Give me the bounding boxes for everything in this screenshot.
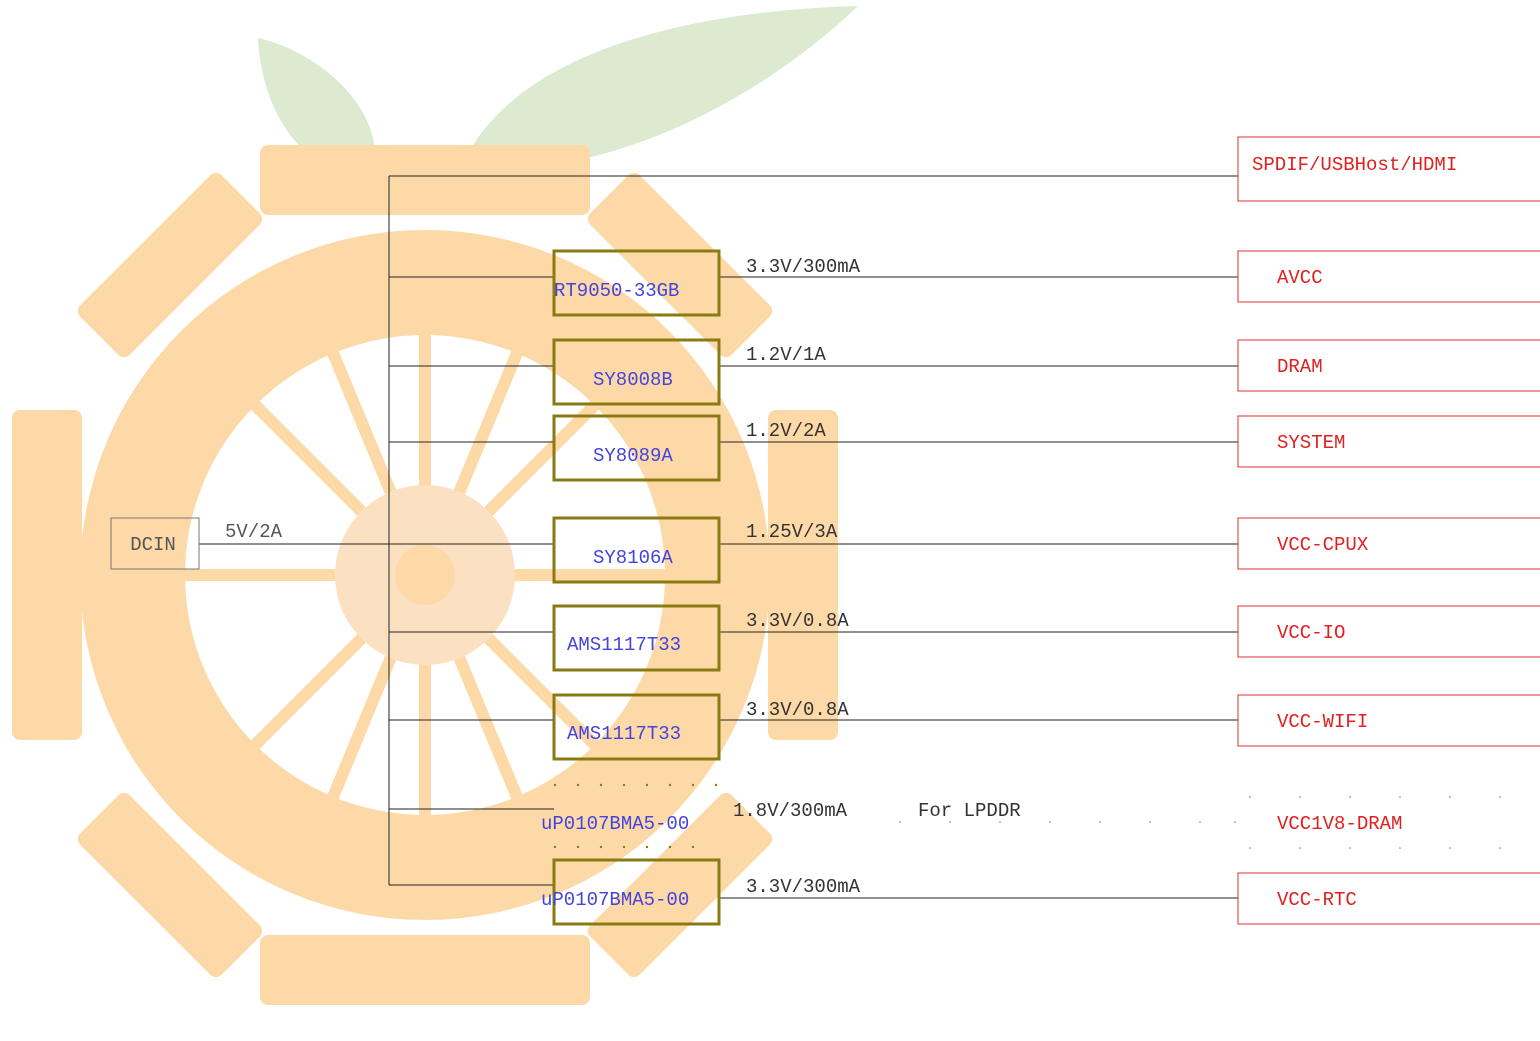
rail-note-7: For LPDDR [918, 800, 1021, 822]
regulator-box-6 [552, 693, 721, 761]
rail-output-7: 1.8V/300mA [733, 800, 848, 822]
wiring [199, 175, 1238, 899]
regulator-label-4: SY8106A [593, 547, 673, 569]
regulator-label-3: SY8089A [593, 445, 673, 467]
regulator-box-8 [552, 858, 721, 926]
dcin-label: DCIN [130, 534, 176, 556]
target-label-bypass: SPDIF/USBHost/HDMI [1252, 154, 1457, 176]
target-label-4: VCC-CPUX [1277, 534, 1369, 556]
rail-output-8: 3.3V/300mA [746, 876, 861, 898]
regulator-label-5: AMS1117T33 [567, 634, 681, 656]
target-box-5 [1237, 605, 1540, 658]
dcin-box [110, 517, 200, 570]
target-box-3 [1237, 415, 1540, 468]
rail-output-6: 3.3V/0.8A [746, 699, 849, 721]
target-box-bypass [1237, 136, 1540, 202]
target-box-8 [1237, 872, 1540, 925]
target-label-2: DRAM [1277, 356, 1323, 378]
dcin-rating: 5V/2A [225, 521, 283, 543]
target-box-1 [1237, 250, 1540, 303]
rail-output-1: 3.3V/300mA [746, 256, 861, 278]
target-label-8: VCC-RTC [1277, 889, 1357, 911]
target-label-6: VCC-WIFI [1277, 711, 1368, 733]
target-label-3: SYSTEM [1277, 432, 1345, 454]
regulator-label-7: uP0107BMA5-00 [541, 813, 689, 835]
regulator-label-8: uP0107BMA5-00 [541, 889, 689, 911]
dotted-outline [553, 783, 718, 849]
target-label-7: VCC1V8-DRAM [1277, 813, 1402, 835]
dotted-wire [899, 796, 1501, 849]
target-label-1: AVCC [1277, 267, 1323, 289]
rail-output-2: 1.2V/1A [746, 344, 826, 366]
regulator-box-3 [552, 414, 721, 482]
regulator-label-6: AMS1117T33 [567, 723, 681, 745]
target-box-4 [1237, 517, 1540, 570]
regulator-box-4 [552, 516, 721, 584]
target-box-2 [1237, 339, 1540, 392]
regulator-label-2: SY8008B [593, 369, 673, 391]
regulator-box-5 [552, 604, 721, 672]
orange-pi-logo-watermark [12, 6, 858, 1005]
regulator-box-1 [552, 249, 721, 317]
rail-output-3: 1.2V/2A [746, 420, 826, 442]
rail-output-4: 1.25V/3A [746, 521, 838, 543]
regulator-label-1: RT9050-33GB [554, 280, 679, 302]
target-box-6 [1237, 694, 1540, 747]
regulator-box-2 [552, 338, 721, 406]
rail-output-5: 3.3V/0.8A [746, 610, 849, 632]
target-label-5: VCC-IO [1277, 622, 1345, 644]
